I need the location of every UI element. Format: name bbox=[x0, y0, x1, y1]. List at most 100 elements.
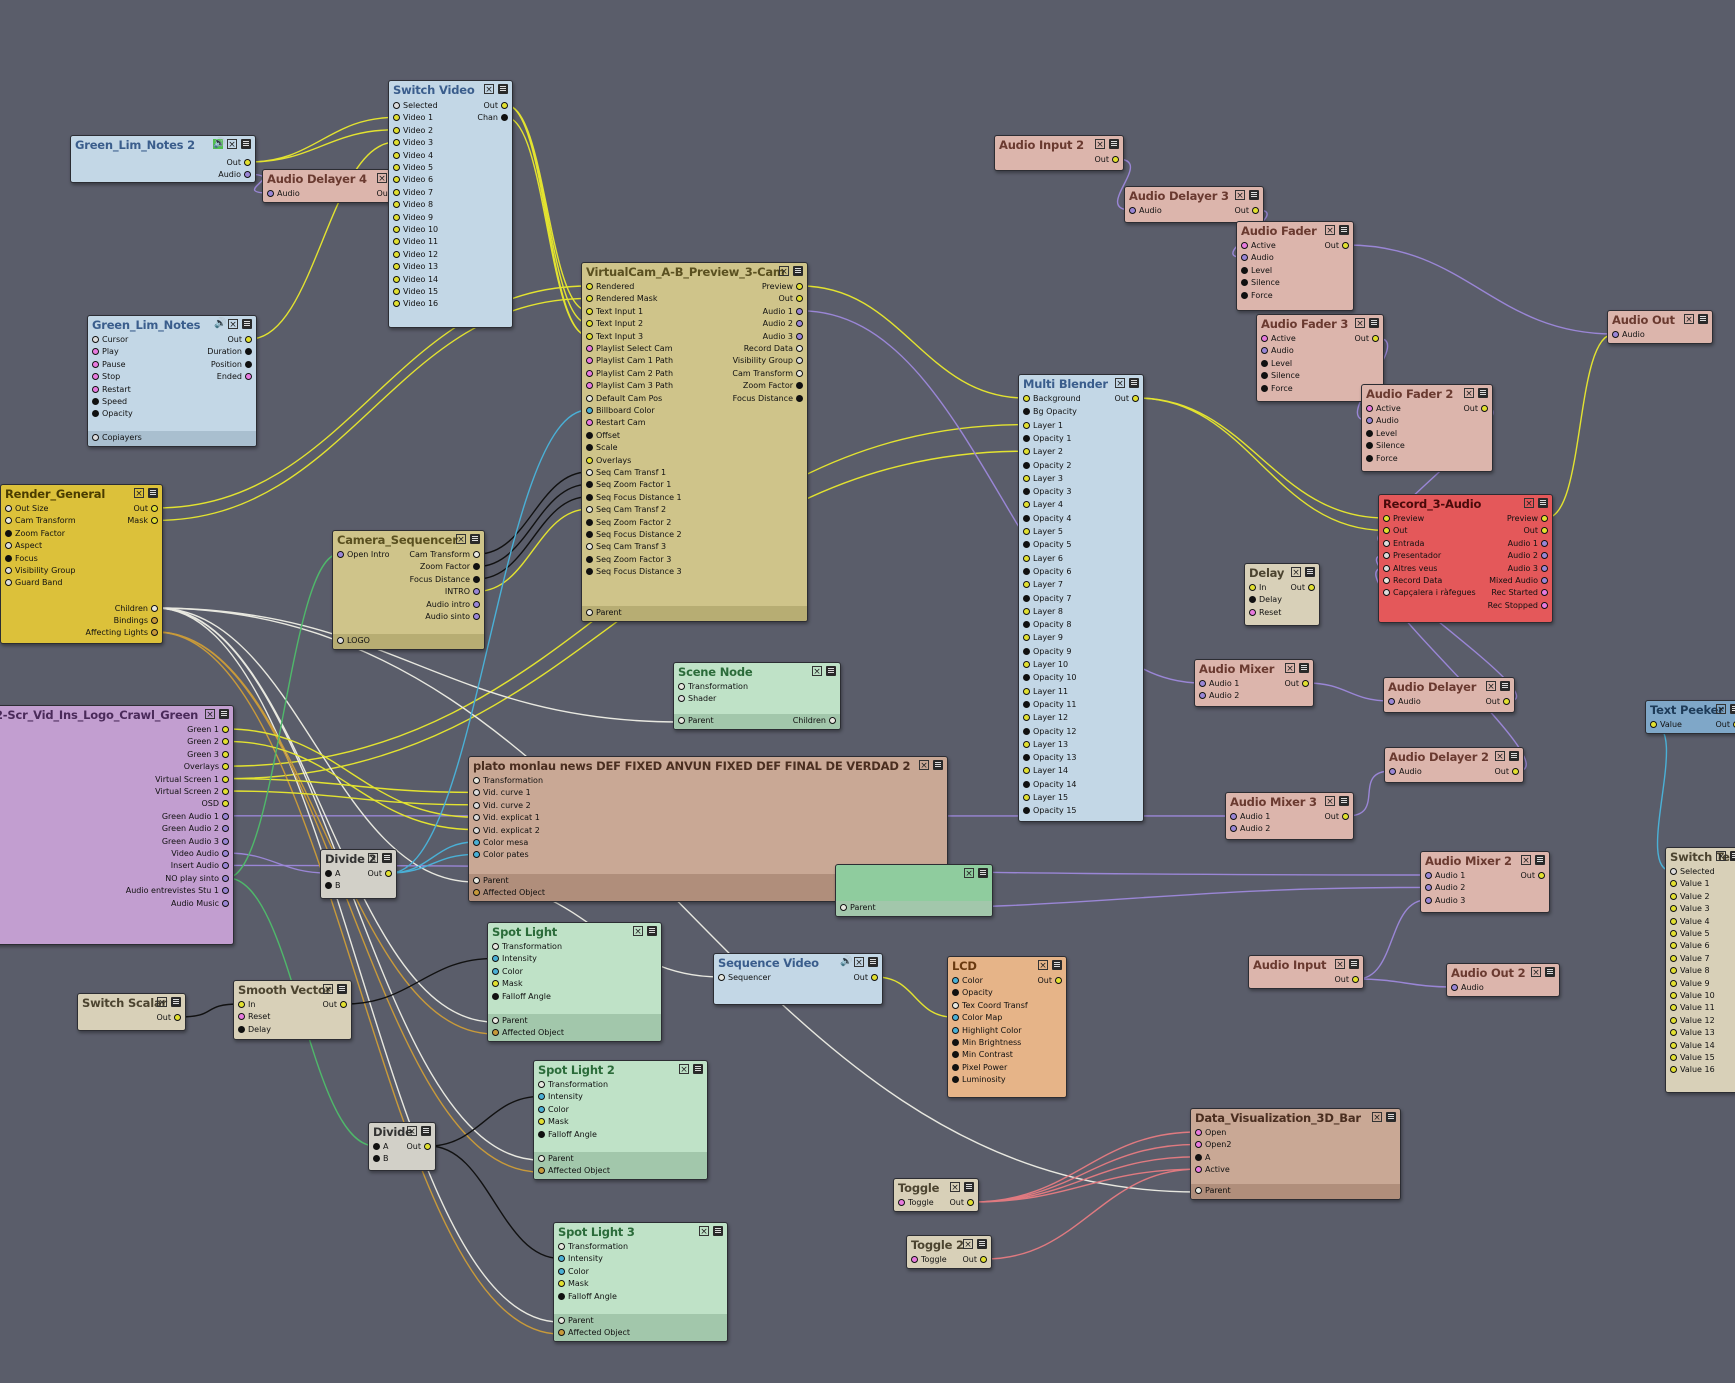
port-socket[interactable] bbox=[1241, 242, 1248, 249]
port-socket[interactable] bbox=[473, 575, 480, 583]
menu-icon[interactable] bbox=[1698, 314, 1708, 324]
port-socket[interactable] bbox=[586, 357, 593, 365]
port-socket[interactable] bbox=[1383, 539, 1390, 547]
port-socket[interactable] bbox=[222, 899, 229, 907]
port-socket[interactable] bbox=[840, 904, 847, 911]
port-socket[interactable] bbox=[473, 851, 480, 859]
port-socket[interactable] bbox=[92, 434, 99, 441]
close-icon[interactable]: × bbox=[1716, 851, 1726, 862]
port-socket[interactable] bbox=[586, 295, 593, 303]
port-socket[interactable] bbox=[1023, 634, 1030, 642]
close-icon[interactable]: × bbox=[1115, 378, 1125, 389]
port-socket[interactable] bbox=[1425, 896, 1432, 904]
port-socket[interactable] bbox=[1541, 589, 1548, 597]
port-socket[interactable] bbox=[393, 213, 400, 221]
close-icon[interactable]: × bbox=[1335, 959, 1345, 970]
port-socket[interactable] bbox=[1023, 408, 1030, 416]
port-socket[interactable] bbox=[1241, 291, 1248, 299]
node-header[interactable]: Audio Out 2× bbox=[1447, 964, 1559, 981]
close-icon[interactable]: × bbox=[228, 319, 238, 330]
connection-wire[interactable] bbox=[428, 1095, 541, 1147]
port-socket[interactable] bbox=[245, 348, 252, 356]
port-socket[interactable] bbox=[1541, 515, 1548, 522]
connection-wire[interactable] bbox=[1545, 333, 1615, 519]
close-icon[interactable]: × bbox=[1464, 388, 1474, 399]
port-socket[interactable] bbox=[1241, 279, 1248, 287]
port-socket[interactable] bbox=[1670, 1029, 1677, 1037]
menu-icon[interactable] bbox=[1730, 704, 1735, 714]
close-icon[interactable]: × bbox=[1325, 796, 1335, 807]
close-icon[interactable]: × bbox=[1524, 498, 1534, 509]
port-socket[interactable] bbox=[1023, 794, 1030, 801]
connection-wire[interactable] bbox=[178, 1003, 241, 1018]
port-socket[interactable] bbox=[92, 336, 99, 343]
node-header[interactable]: Audio Mixer 2× bbox=[1421, 852, 1549, 869]
connection-wire[interactable] bbox=[1136, 397, 1386, 532]
connection-wire[interactable] bbox=[971, 1156, 1198, 1203]
port-socket[interactable] bbox=[222, 738, 229, 746]
port-socket[interactable] bbox=[473, 789, 480, 797]
close-icon[interactable]: × bbox=[1372, 1112, 1382, 1123]
port-socket[interactable] bbox=[952, 1063, 959, 1071]
close-icon[interactable]: × bbox=[227, 139, 237, 150]
connection-wire[interactable] bbox=[984, 1168, 1198, 1260]
port-socket[interactable] bbox=[1195, 1166, 1202, 1174]
port-socket[interactable] bbox=[222, 726, 229, 733]
port-socket[interactable] bbox=[586, 320, 593, 328]
connection-wire[interactable] bbox=[248, 116, 396, 163]
node-header[interactable]: Record_3-Audio× bbox=[1379, 495, 1552, 512]
node-header[interactable]: Audio Delayer 3× bbox=[1125, 187, 1263, 204]
close-icon[interactable]: × bbox=[699, 1226, 709, 1237]
port-socket[interactable] bbox=[796, 357, 803, 365]
port-socket[interactable] bbox=[952, 1026, 959, 1034]
port-socket[interactable] bbox=[1023, 448, 1030, 456]
port-socket[interactable] bbox=[222, 862, 229, 870]
connection-wire[interactable] bbox=[1356, 978, 1454, 988]
close-icon[interactable]: × bbox=[812, 666, 822, 677]
port-socket[interactable] bbox=[678, 717, 685, 724]
port-socket[interactable] bbox=[92, 348, 99, 356]
port-socket[interactable] bbox=[1670, 880, 1677, 888]
port-socket[interactable] bbox=[558, 1243, 565, 1250]
port-socket[interactable] bbox=[501, 114, 508, 122]
menu-icon[interactable] bbox=[242, 319, 252, 329]
speaker-icon[interactable]: 🔊 bbox=[214, 318, 227, 329]
node-header[interactable]: VirtualCam_A-B_Preview_3-Cam× bbox=[582, 263, 807, 280]
close-icon[interactable]: × bbox=[1095, 139, 1105, 150]
port-socket[interactable] bbox=[678, 683, 685, 690]
port-socket[interactable] bbox=[473, 877, 480, 884]
menu-icon[interactable] bbox=[171, 997, 181, 1007]
close-icon[interactable]: × bbox=[1235, 190, 1245, 201]
port-socket[interactable] bbox=[222, 837, 229, 845]
menu-icon[interactable] bbox=[1369, 318, 1379, 328]
port-socket[interactable] bbox=[1023, 700, 1030, 708]
speaker-icon[interactable]: 🔊 bbox=[213, 138, 226, 149]
port-socket[interactable] bbox=[92, 360, 99, 368]
port-socket[interactable] bbox=[373, 1143, 380, 1150]
port-socket[interactable] bbox=[393, 263, 400, 271]
port-socket[interactable] bbox=[558, 1292, 565, 1300]
port-socket[interactable] bbox=[1023, 767, 1030, 775]
port-socket[interactable] bbox=[558, 1267, 565, 1275]
port-socket[interactable] bbox=[473, 801, 480, 809]
port-socket[interactable] bbox=[1023, 528, 1030, 535]
port-socket[interactable] bbox=[393, 300, 400, 308]
menu-icon[interactable] bbox=[1730, 851, 1735, 861]
port-socket[interactable] bbox=[1541, 577, 1548, 584]
port-socket[interactable] bbox=[393, 151, 400, 159]
node-header[interactable]: Render_General× bbox=[1, 485, 162, 502]
port-socket[interactable] bbox=[1451, 984, 1458, 991]
node-header[interactable]: Audio Fader 3× bbox=[1257, 315, 1383, 332]
port-socket[interactable] bbox=[492, 980, 499, 988]
port-socket[interactable] bbox=[678, 695, 685, 703]
port-socket[interactable] bbox=[473, 563, 480, 571]
port-socket[interactable] bbox=[5, 567, 12, 574]
menu-icon[interactable] bbox=[713, 1226, 723, 1236]
port-socket[interactable] bbox=[1199, 680, 1206, 687]
port-socket[interactable] bbox=[1112, 156, 1119, 163]
port-socket[interactable] bbox=[473, 551, 480, 558]
port-socket[interactable] bbox=[558, 1329, 565, 1336]
